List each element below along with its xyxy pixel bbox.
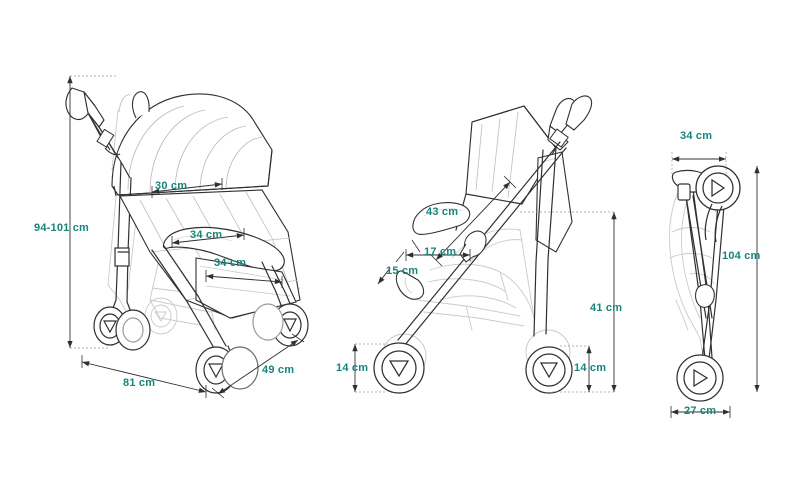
dim-length-view1: [81, 355, 207, 398]
dim-label-footrest-view2: 15 cm: [386, 265, 419, 277]
dim-label-height-view1: 94-101 cm: [34, 222, 90, 234]
handles-view2: [547, 95, 593, 151]
dim-label-width-view1: 49 cm: [262, 364, 295, 376]
ghost-frame-view2: [381, 228, 571, 379]
view-3-folded-stroller: [669, 152, 760, 418]
dim-handle-view2: [405, 239, 471, 261]
view-1-open-stroller: [65, 75, 309, 399]
dim-label-seatback-view1: 34 cm: [190, 229, 223, 241]
wheel-bottom-view3: [676, 354, 724, 402]
dim-width-view1: [211, 333, 305, 399]
dim-label-seat-view1: 34 cm: [214, 257, 247, 269]
dim-seat-view1: [205, 270, 283, 288]
dim-footrest-view2: [377, 251, 405, 285]
frame-view3: [683, 181, 725, 377]
dim-seatheight-view2: [520, 211, 617, 393]
dim-label-foldedwidth-view3: 34 cm: [680, 130, 713, 142]
dim-label-foldeddepth-view3: 27 cm: [684, 405, 717, 417]
dim-label-length-view1: 81 cm: [123, 377, 156, 389]
dim-seatback-view1: [171, 228, 245, 248]
dim-label-foldedheight-view3: 104 cm: [722, 250, 761, 262]
canopy-ribs-view1: [127, 105, 263, 193]
dim-foldedwidth-view3: [671, 152, 727, 176]
dim-label-seatheight-view2: 41 cm: [590, 302, 623, 314]
dim-foldeddepth-view3: [670, 406, 731, 418]
dim-label-wheelright-view2: 14 cm: [574, 362, 607, 374]
dim-label-canopy-view1: 30 cm: [155, 180, 188, 192]
dim-height-view1: [67, 75, 118, 349]
view-2-side-stroller: [352, 95, 617, 394]
dim-label-wheelleft-view2: 14 cm: [336, 362, 369, 374]
wheels-view2: [373, 342, 573, 394]
hood-flap-view2: [535, 151, 573, 253]
dim-canopy-view1: [151, 178, 223, 198]
wheel-top-view3: [695, 165, 741, 243]
joint-view3: [695, 284, 715, 308]
handles-view1: [65, 87, 119, 159]
dim-label-handle-view2: 17 cm: [424, 246, 457, 258]
joint-view2: [459, 230, 487, 263]
dim-wheelright-view2: [560, 345, 592, 392]
footrest-view2: [395, 270, 425, 300]
dim-wheelleft-view2: [352, 343, 388, 393]
dim-label-backrest-view2: 43 cm: [426, 206, 459, 218]
